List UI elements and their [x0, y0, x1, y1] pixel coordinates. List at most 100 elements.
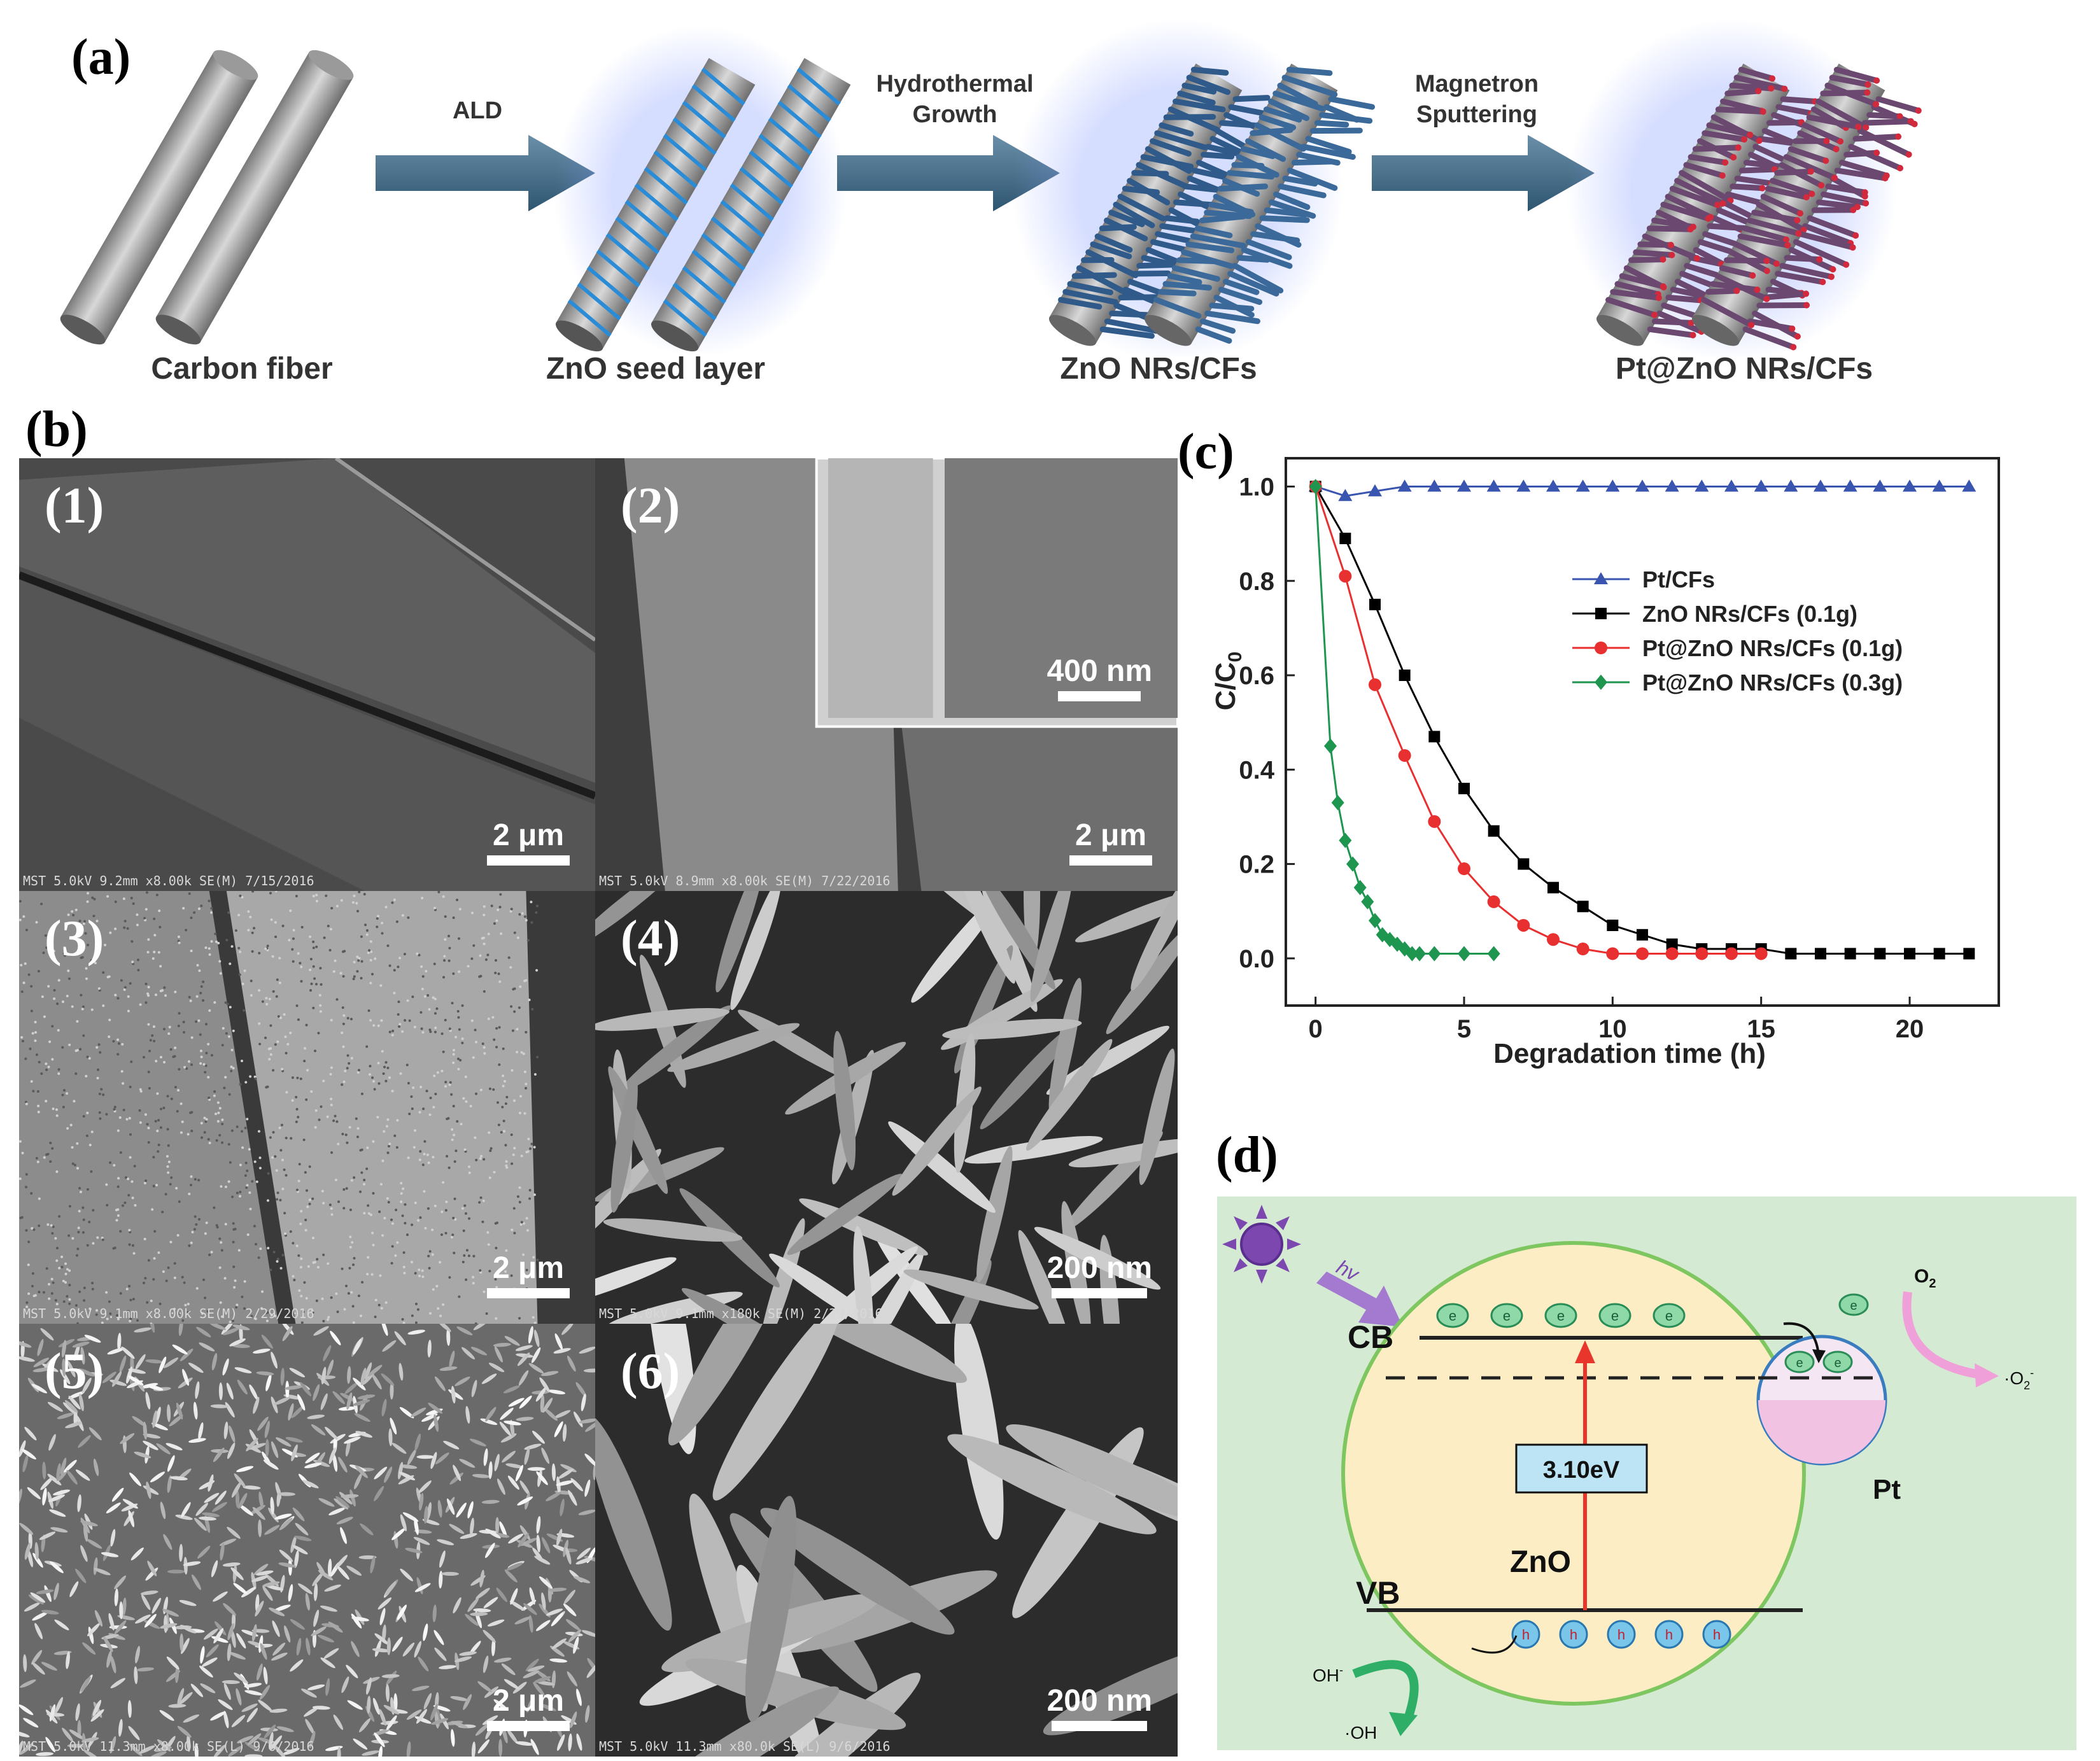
- data-point: [1458, 782, 1470, 794]
- cb-label: CB: [1348, 1319, 1393, 1355]
- free-electron: [1838, 1293, 1869, 1316]
- scale-bar-line: [1052, 1288, 1148, 1298]
- data-point: [1518, 858, 1530, 870]
- data-point: [1458, 862, 1470, 875]
- data-point: [1635, 479, 1649, 492]
- data-point: [1754, 479, 1768, 492]
- scale-bar-label: 200 nm: [1046, 1684, 1152, 1718]
- data-point: [1594, 572, 1608, 584]
- data-point: [1309, 479, 1322, 495]
- zno-label: ZnO: [1510, 1545, 1571, 1579]
- data-point: [1398, 941, 1411, 957]
- sem-texture: [19, 1324, 595, 1757]
- hole-label: h: [1665, 1627, 1673, 1643]
- data-point: [1399, 670, 1411, 682]
- stage-label-carbon-fiber: Carbon fiber: [151, 352, 333, 386]
- data-point: [1665, 479, 1679, 492]
- sem-metadata-bar: MST 5.0kV 9.1mm x180k SE(M) 2/29/2016: [599, 1306, 883, 1321]
- arrow-hydrothermal-label: Hydrothermal Growth: [853, 69, 1057, 130]
- sem-image-number: (1): [45, 478, 104, 534]
- data-point: [1339, 570, 1352, 583]
- zno-seed-layer-illustration: [554, 25, 851, 356]
- sem-image-number: (5): [45, 1344, 104, 1400]
- legend-label: Pt@ZnO NRs/CFs (0.1g): [1642, 635, 1903, 661]
- data-point: [1903, 479, 1917, 492]
- data-point: [1457, 479, 1471, 492]
- arrow-hydrothermal-line2: Growth: [912, 101, 997, 128]
- data-point: [1324, 738, 1337, 754]
- x-tick-label: 20: [1896, 1015, 1924, 1043]
- oh-radical-label: ·OH: [1344, 1723, 1377, 1743]
- data-point: [1353, 880, 1367, 895]
- data-point: [1815, 948, 1826, 960]
- scale-bar-label: 2 μm: [492, 1251, 565, 1285]
- bandgap-box: [1515, 1443, 1648, 1494]
- scale-bar: 200 nm: [1047, 1251, 1152, 1298]
- sem-metadata-bar: MST 5.0kV 9.1mm x8.00k SE(M) 2/29/2016: [23, 1306, 314, 1321]
- scale-bar: 200 nm: [1047, 1683, 1152, 1731]
- data-point: [1636, 947, 1649, 960]
- carbon-fiber-illustration: [60, 50, 354, 345]
- data-point: [1487, 895, 1500, 908]
- sem-texture: [595, 1324, 1178, 1757]
- data-point: [1595, 642, 1607, 654]
- oxidation-arrowhead: [1389, 1712, 1418, 1736]
- sem-image-number: (6): [621, 1344, 680, 1400]
- hole: [1559, 1620, 1588, 1649]
- data-point: [1874, 948, 1886, 960]
- panel-c-label: (c): [1178, 424, 1234, 480]
- sem-image-number: (2): [621, 478, 680, 534]
- data-point: [1607, 919, 1619, 931]
- y-tick-label: 1.0: [1239, 473, 1274, 501]
- sem-image-number: (4): [621, 911, 680, 967]
- sem-texture: [595, 458, 1178, 891]
- data-point: [1595, 608, 1607, 619]
- series-1: [1309, 481, 1975, 960]
- electron-label: e: [1449, 1308, 1456, 1324]
- hole-label: h: [1713, 1627, 1721, 1643]
- legend-entry: ZnO NRs/CFs (0.1g): [1572, 601, 1857, 627]
- legend-label: Pt@ZnO NRs/CFs (0.3g): [1642, 670, 1903, 696]
- hole: [1702, 1620, 1731, 1649]
- o2-reduction-arrow: [1902, 1291, 1982, 1379]
- electron-label: e: [1557, 1308, 1565, 1324]
- x-tick-label: 5: [1457, 1015, 1471, 1043]
- data-point: [1369, 913, 1381, 929]
- series-3: [1309, 479, 1500, 962]
- sem-image-number: (3): [45, 911, 104, 967]
- data-point: [1695, 479, 1709, 492]
- y-tick-label: 0.0: [1239, 945, 1274, 973]
- data-point: [1932, 479, 1947, 492]
- legend-label: ZnO NRs/CFs (0.1g): [1642, 601, 1857, 627]
- electron: [1490, 1303, 1523, 1328]
- scale-bar-label: 2 μm: [1075, 818, 1147, 852]
- electron-label: e: [1665, 1308, 1673, 1324]
- legend-entry: Pt/CFs: [1572, 566, 1715, 593]
- data-point: [1575, 479, 1590, 492]
- data-point: [1785, 948, 1797, 960]
- panel-d-label: (d): [1216, 1127, 1278, 1183]
- electron-transfer-arrow: [1783, 1322, 1820, 1356]
- y-tick-label: 0.8: [1239, 568, 1274, 596]
- data-point: [1369, 598, 1381, 610]
- data-point: [1516, 479, 1531, 492]
- arrow-ald-line1: ALD: [452, 97, 503, 124]
- data-point: [1605, 479, 1620, 492]
- scale-bar-line: [1069, 855, 1152, 866]
- panel-a-schematic: [60, 19, 1922, 356]
- zno-nanorods-illustration: [1012, 19, 1376, 356]
- data-point: [1695, 947, 1709, 960]
- scale-bar-line: [1052, 1721, 1148, 1731]
- legend-entry: Pt@ZnO NRs/CFs (0.1g): [1572, 635, 1903, 661]
- data-point: [1547, 881, 1559, 894]
- data-point: [1428, 815, 1441, 828]
- bandgap-label: 3.10eV: [1543, 1457, 1620, 1484]
- x-tick-label: 0: [1309, 1015, 1323, 1043]
- data-point: [1488, 825, 1500, 837]
- data-point: [1606, 947, 1619, 960]
- series-0: [1308, 479, 1977, 502]
- data-point: [1458, 946, 1470, 962]
- free-electron-label: e: [1850, 1299, 1857, 1313]
